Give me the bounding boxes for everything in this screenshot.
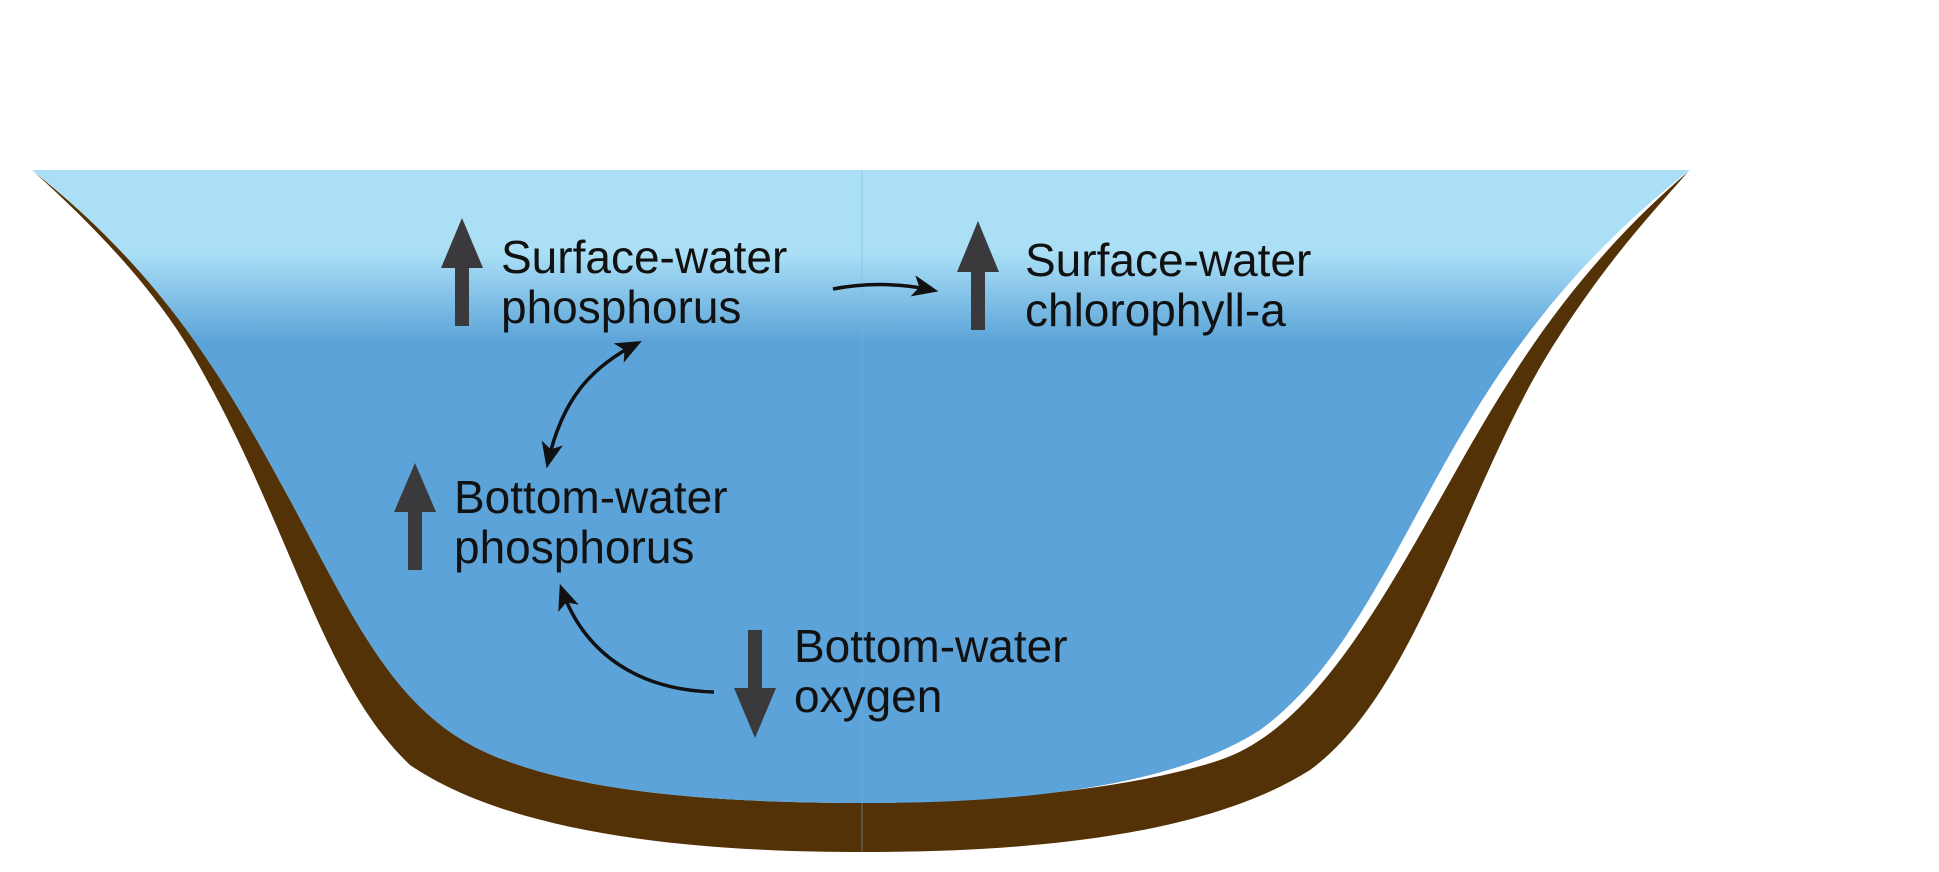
phosphorus-exchange-curved-arrow-icon [541, 340, 642, 469]
bottom-oxygen-line2: oxygen [794, 670, 943, 722]
surface-phosphorus-label: Surface-water phosphorus [501, 232, 787, 332]
bottom-oxygen-line1: Bottom-water [794, 620, 1068, 672]
surface-chlorophyll-label: Surface-water chlorophyll-a [1025, 235, 1311, 335]
surface-chlorophyll-up-arrow-icon [957, 221, 999, 330]
bottom-oxygen-label: Bottom-water oxygen [794, 621, 1068, 721]
surface-chlorophyll-line1: Surface-water [1025, 234, 1312, 286]
bottom-oxygen-down-arrow-icon [734, 630, 776, 738]
bottom-phosphorus-line2: phosphorus [454, 521, 695, 573]
surface-phosphorus-up-arrow-icon [441, 218, 483, 326]
lake-water [32, 170, 1690, 803]
bottom-phosphorus-label: Bottom-water phosphorus [454, 472, 728, 572]
surface-chlorophyll-line2: chlorophyll-a [1025, 284, 1286, 336]
surface-phosphorus-line1: Surface-water [501, 231, 788, 283]
oxygen-to-phosphorus-curved-arrow-icon [558, 583, 715, 694]
bottom-phosphorus-line1: Bottom-water [454, 471, 728, 523]
bottom-phosphorus-up-arrow-icon [394, 463, 436, 570]
surface-phosphorus-line2: phosphorus [501, 281, 742, 333]
phosphorus-to-chlorophyll-curved-arrow-icon [832, 275, 939, 297]
